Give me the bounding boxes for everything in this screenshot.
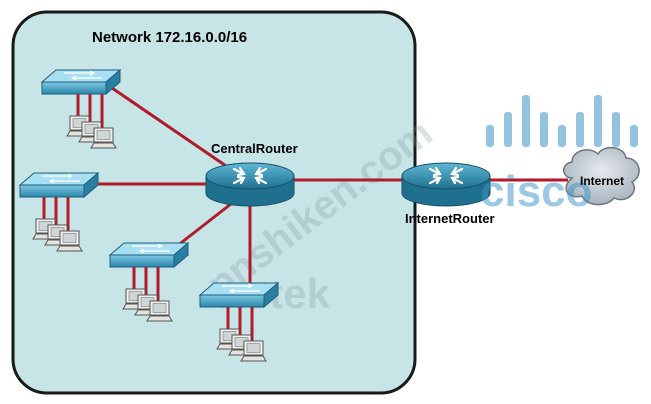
central-router-icon — [204, 161, 296, 208]
switch-1 — [41, 69, 121, 95]
internet-label: Internet — [580, 174, 624, 188]
switch-4 — [199, 282, 279, 308]
watermark-brand: cisco — [480, 167, 593, 216]
cisco-logo-watermark — [486, 95, 638, 147]
internet-router-label: InternetRouter — [405, 211, 495, 226]
switch-3 — [109, 242, 189, 268]
internet-cloud-icon — [563, 146, 640, 206]
switch-2 — [19, 172, 99, 198]
network-label: Network 172.16.0.0/16 — [92, 29, 247, 46]
internet-router-icon — [400, 161, 492, 208]
link-switch1-central — [111, 86, 233, 172]
central-router-label: CentralRouter — [211, 141, 298, 156]
